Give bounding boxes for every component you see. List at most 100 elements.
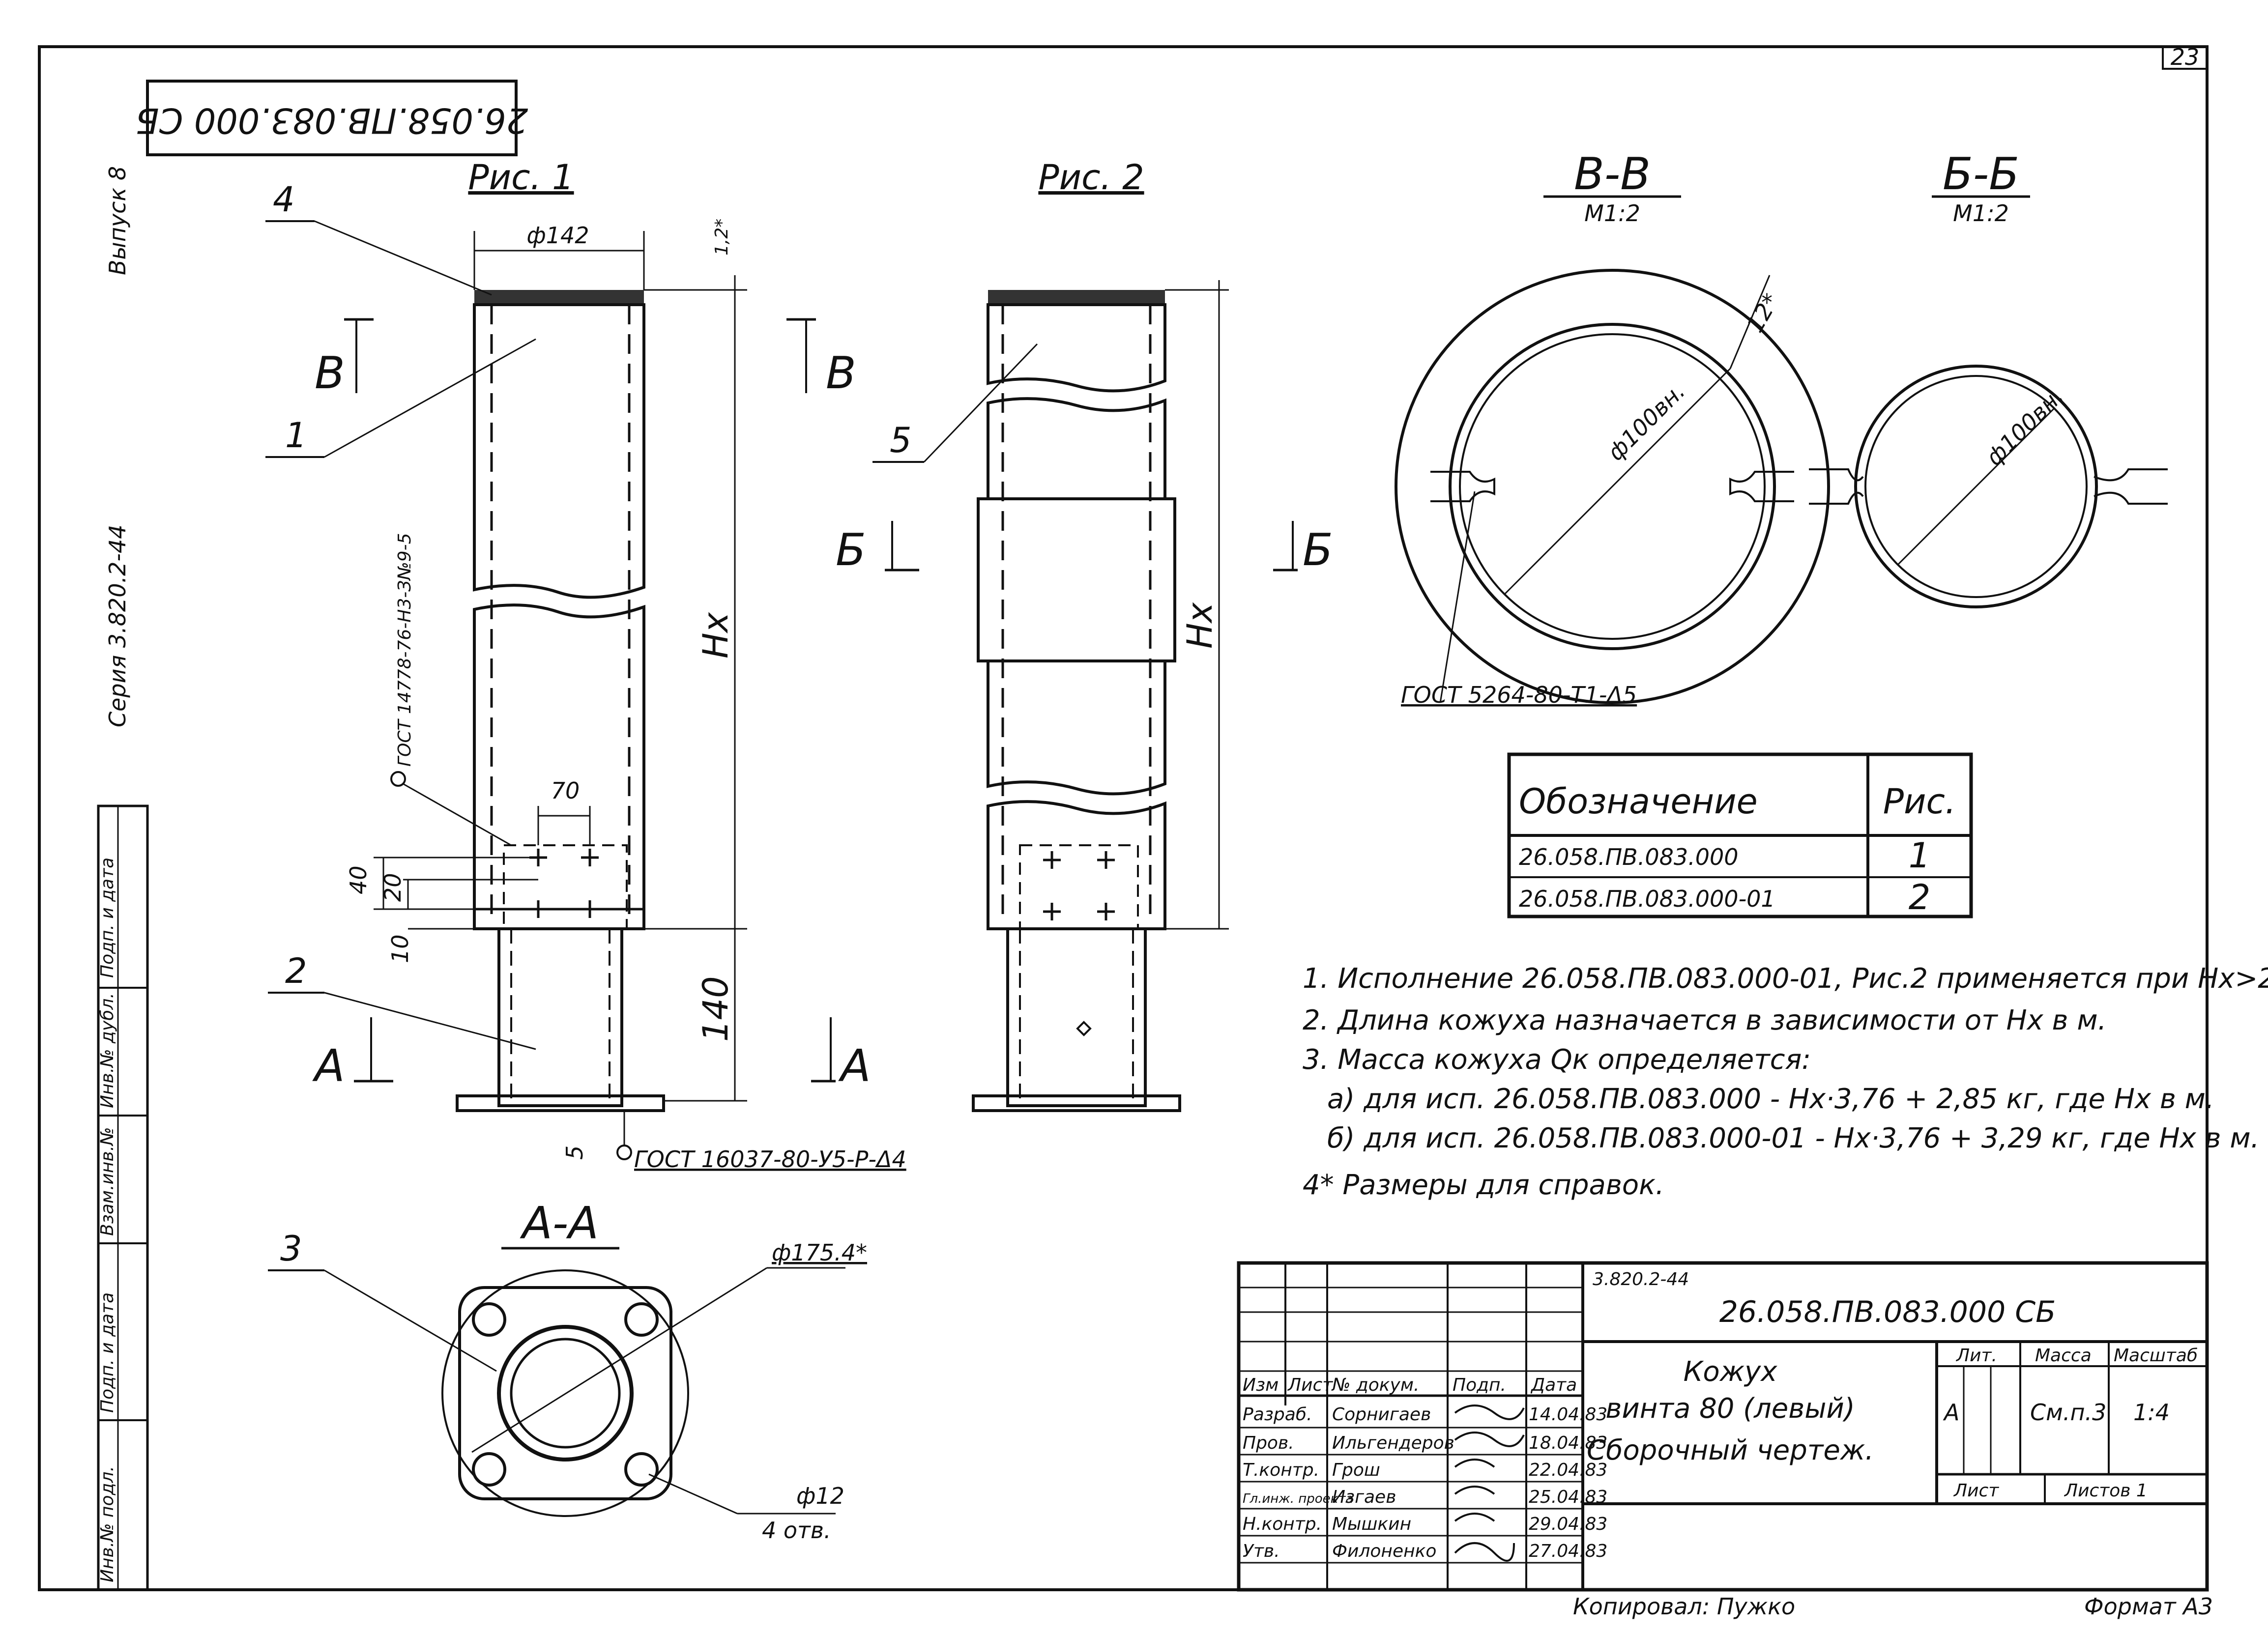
fig1-dia: ф142 — [526, 222, 589, 249]
tb-role-2: Пров. — [1243, 1433, 1294, 1453]
table-row-2-fig: 2 — [1909, 877, 1931, 917]
section-aa-pos-3: 3 — [280, 1229, 302, 1269]
tb-name-line1: Кожух — [1684, 1356, 1778, 1388]
tb-lit-label: Лит. — [1955, 1346, 1997, 1366]
margin-cell-3: Взам.инв.№ — [97, 1127, 117, 1236]
note-4: 4* Размеры для справок. — [1303, 1169, 1664, 1201]
tb-massa-label: Масса — [2035, 1346, 2092, 1366]
tb-name-2: Ильгендеров — [1332, 1433, 1454, 1453]
section-vv-gost: ГОСТ 5264-80-Т1-Δ5 — [1401, 682, 1637, 708]
section-bb: Б-Б М1:2 ф100вн. — [1809, 148, 2168, 608]
note-3b: б) для исп. 26.058.ПВ.083.000-01 - Hx·3,… — [1327, 1122, 2259, 1154]
tb-name-1: Сорнигаев — [1332, 1404, 1431, 1425]
signatures — [1454, 1404, 1525, 1562]
fig1-sec-a-right: А — [838, 1040, 871, 1092]
table-header-designation: Обозначение — [1519, 781, 1758, 822]
note-2: 2. Длина кожуха назначается в зависимост… — [1303, 1004, 2106, 1036]
note-3a: а) для исп. 26.058.ПВ.083.000 - Hx·3,76 … — [1327, 1083, 2214, 1115]
section-aa-holes-count: 4 отв. — [762, 1517, 831, 1544]
fig1-sec-a-left: А — [312, 1040, 345, 1092]
section-bb-title: Б-Б — [1943, 148, 2019, 200]
tb-date-5: 29.04.83 — [1529, 1514, 1607, 1534]
tb-name-line3: Сборочный чертеж. — [1587, 1434, 1874, 1466]
tb-name-4: Изгаев — [1332, 1487, 1396, 1507]
figure-1: Рис. 1 ф142 1,2* 70 40 20 — [265, 157, 906, 1173]
tb-head-podp: Подп. — [1453, 1375, 1506, 1395]
fig2-sec-bb-left: Б — [836, 524, 866, 576]
fig1-gost-bottom: ГОСТ 16037-80-У5-Р-Δ4 — [634, 1146, 906, 1173]
section-aa-dia: ф175.4* — [772, 1239, 867, 1266]
tb-list-label: Лист — [1953, 1481, 1999, 1501]
section-vv-title: В-В — [1574, 148, 1651, 200]
tb-massa-value: См.п.3 — [2030, 1399, 2106, 1426]
fig1-pos-4: 4 — [273, 179, 295, 220]
fig2-title: Рис. 2 — [1038, 157, 1144, 198]
doc-code-rotated: 26.058.ПВ.083.000 СБ — [136, 100, 528, 141]
tb-date-1: 14.04.83 — [1529, 1404, 1607, 1425]
margin-cell-4: Подп. и дата — [97, 1292, 117, 1413]
tb-date-4: 25.04.83 — [1529, 1487, 1607, 1507]
section-aa-holes: ф12 — [796, 1483, 844, 1509]
tb-role-6: Утв. — [1243, 1541, 1280, 1561]
tb-series: 3.820.2-44 — [1593, 1269, 1689, 1289]
fig2-pos-5: 5 — [890, 420, 912, 460]
table-row-1-fig: 1 — [1909, 835, 1931, 876]
figure-2: Рис. 2 Hx Б Б 5 — [786, 157, 1333, 1112]
tb-head-date: Дата — [1530, 1375, 1577, 1395]
note-3: 3. Масса кожуха Qк определяется: — [1303, 1044, 1811, 1076]
tb-name-line2: винта 80 (левый) — [1605, 1393, 1855, 1425]
margin-vypusk: Выпуск 8 — [104, 166, 131, 275]
tb-role-5: Н.контр. — [1243, 1514, 1322, 1534]
tb-name-6: Филоненко — [1332, 1541, 1436, 1561]
fig1-dim-140: 140 — [696, 976, 736, 1042]
tb-code: 26.058.ПВ.083.000 СБ — [1719, 1295, 2056, 1329]
section-vv: В-В М1:2 ф100вн. 12* ГОСТ 5264-80-Т1-Δ5 — [1395, 148, 1830, 708]
tb-date-2: 18.04.83 — [1529, 1433, 1607, 1453]
notes: 1. Исполнение 26.058.ПВ.083.000-01, Рис.… — [1303, 963, 2268, 1201]
table-row-1-code: 26.058.ПВ.083.000 — [1519, 844, 1739, 870]
tb-name-3: Грош — [1332, 1460, 1380, 1480]
tb-role-4: Гл.инж. проекта — [1243, 1491, 1353, 1506]
tb-scale-value: 1:4 — [2133, 1399, 2170, 1426]
fig1-sec-b-left: В — [315, 347, 345, 399]
footer-copied: Копировал: Пужко — [1573, 1593, 1795, 1620]
note-1: 1. Исполнение 26.058.ПВ.083.000-01, Рис.… — [1303, 963, 2268, 995]
section-bb-dia: ф100вн. — [1981, 383, 2069, 471]
tb-head-izm: Изм — [1243, 1375, 1279, 1395]
doc-code-box — [146, 80, 518, 156]
fig1-pos-1: 1 — [285, 415, 307, 456]
fig1-dim-40: 40 — [345, 865, 372, 894]
margin-cell-1: Подп. и дата — [97, 858, 117, 978]
margin-cell-5: Инв.№ подл. — [97, 1466, 117, 1582]
table-header-fig: Рис. — [1883, 781, 1956, 822]
fig2-sec-bb-right: Б — [1303, 524, 1333, 576]
margin-seriya: Серия 3.820.2-44 — [104, 524, 131, 727]
tb-name-5: Мышкин — [1332, 1514, 1411, 1534]
page-number: 23 — [2171, 44, 2200, 70]
fig1-dim-5: 5 — [561, 1146, 588, 1160]
tb-date-6: 27.04.83 — [1529, 1541, 1607, 1561]
footer-format: Формат А3 — [2084, 1593, 2213, 1620]
fig1-dim-70: 70 — [551, 777, 580, 804]
fig1-sec-b-right: В — [826, 347, 856, 399]
fig1-dim-10: 10 — [387, 934, 413, 963]
fig1-title: Рис. 1 — [468, 157, 574, 198]
tb-head-doc: № докум. — [1331, 1375, 1419, 1395]
section-bb-scale: М1:2 — [1953, 200, 2009, 227]
designation-table: Обозначение Рис. 26.058.ПВ.083.000 1 26.… — [1507, 752, 1973, 918]
tb-role-1: Разраб. — [1243, 1404, 1312, 1425]
fig1-dim-hx: Hx — [696, 612, 736, 659]
fig1-gost-weld: ГОСТ 14778-76-Н3-З№9-5 — [395, 533, 415, 767]
page-number-box — [2162, 46, 2208, 70]
fig1-dim-top: 1,2* — [712, 219, 732, 256]
section-vv-scale: М1:2 — [1584, 200, 1640, 227]
section-aa: А-А ф175.4* 3 ф12 4 отв. — [268, 1198, 867, 1544]
tb-head-list: Лист — [1287, 1375, 1333, 1395]
tb-date-3: 22.04.83 — [1529, 1460, 1607, 1480]
tb-role-3: Т.контр. — [1243, 1460, 1319, 1480]
fig1-pos-2: 2 — [285, 951, 307, 991]
section-aa-title: А-А — [520, 1198, 599, 1249]
tb-listov-label: Листов 1 — [2064, 1481, 2148, 1501]
sheet-frame — [38, 45, 2209, 1591]
